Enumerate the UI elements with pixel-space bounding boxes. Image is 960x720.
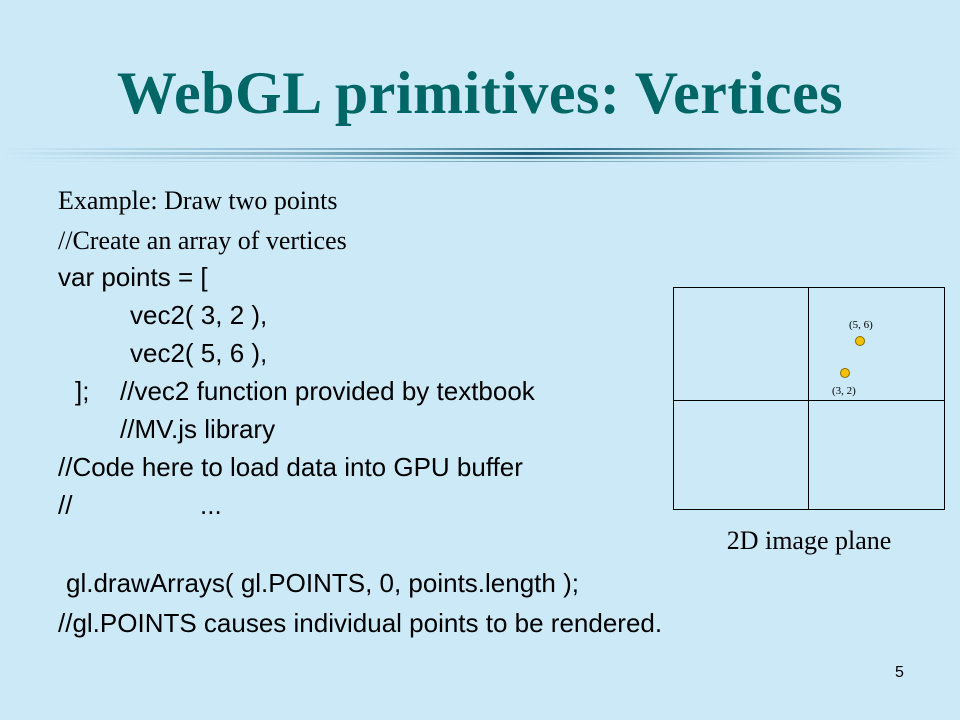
code-line: //vec2 function provided by textbook: [120, 376, 535, 406]
point-label: (3, 2): [832, 385, 856, 397]
title-divider: [0, 148, 960, 164]
vertical-axis: [808, 288, 809, 509]
code-line: vec2( 5, 6 ),: [130, 338, 268, 368]
code-line: ];: [75, 376, 90, 406]
code-line: ...: [200, 490, 222, 520]
code-line: //: [58, 490, 73, 520]
horizontal-axis: [674, 400, 944, 401]
code-line: gl.drawArrays( gl.POINTS, 0, points.leng…: [66, 568, 579, 598]
point-marker: [840, 368, 850, 378]
code-line: //Code here to load data into GPU buffer: [58, 452, 523, 482]
page-number: 5: [895, 664, 904, 681]
code-line: //gl.POINTS causes individual points to …: [58, 608, 663, 638]
example-heading: Example: Draw two points: [58, 186, 338, 215]
page-title: WebGL primitives: Vertices: [116, 60, 844, 126]
code-line: vec2( 3, 2 ),: [130, 300, 268, 330]
diagram-caption: 2D image plane: [726, 526, 892, 555]
code-line: //MV.js library: [120, 414, 276, 444]
comment-line: //Create an array of vertices: [58, 226, 347, 255]
point-marker: [855, 336, 865, 346]
image-plane-diagram: (5, 6) (3, 2): [673, 287, 945, 510]
point-label: (5, 6): [849, 319, 873, 331]
code-line: var points = [: [58, 262, 208, 292]
